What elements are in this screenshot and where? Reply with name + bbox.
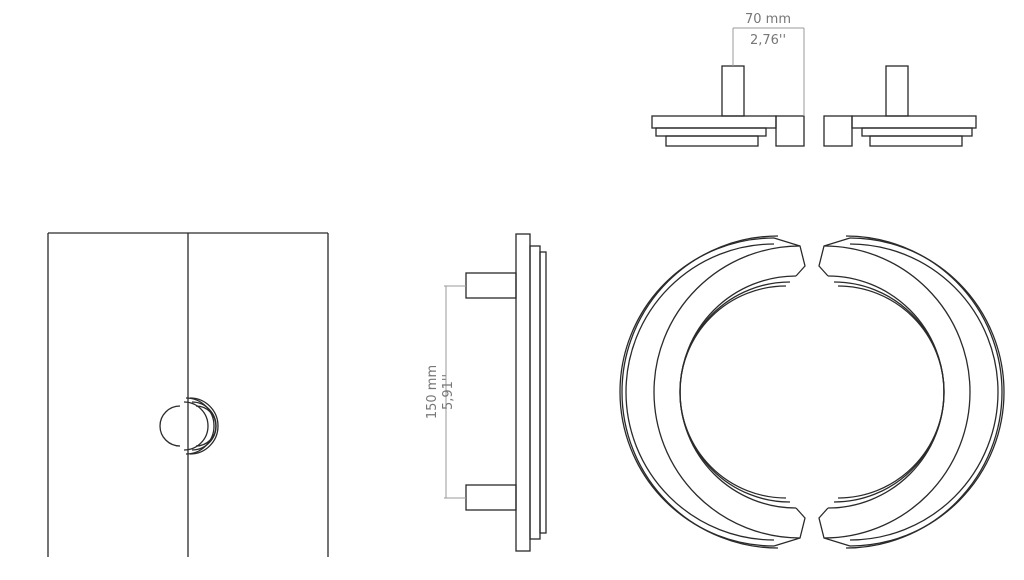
door-handle-miniature	[159, 397, 219, 455]
side-view	[444, 233, 547, 552]
door-elevation	[47, 232, 329, 557]
top-view	[651, 27, 977, 147]
depth-imperial-label: 2,76''	[750, 33, 786, 48]
height-imperial-label: 5,91''	[441, 374, 456, 410]
depth-metric-label: 70 mm	[745, 12, 791, 27]
front-view-handle	[619, 235, 1005, 549]
height-metric-label: 150 mm	[425, 365, 440, 419]
